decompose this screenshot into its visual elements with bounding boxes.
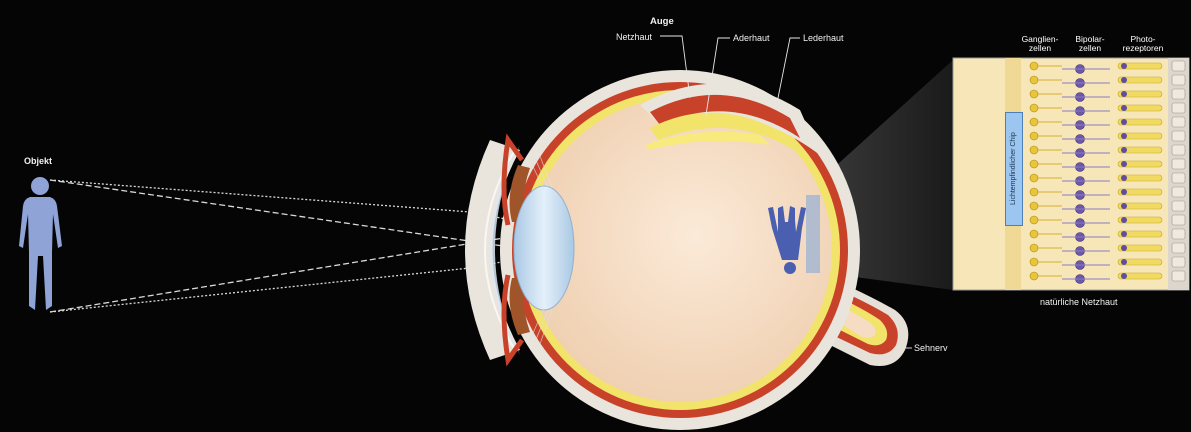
pigment-cell (1172, 117, 1185, 127)
photoreceptor-nucleus (1121, 63, 1127, 69)
pigment-cell (1172, 75, 1185, 85)
ganglion-cell (1030, 118, 1038, 126)
label-lederhaut: Lederhaut (803, 33, 844, 43)
ganglion-cell (1030, 160, 1038, 168)
pigment-cell (1172, 201, 1185, 211)
photoreceptor-nucleus (1121, 119, 1127, 125)
photoreceptor-nucleus (1121, 217, 1127, 223)
pigment-cell (1172, 103, 1185, 113)
ganglion-cell (1030, 90, 1038, 98)
ganglion-cell (1030, 76, 1038, 84)
ganglion-cell (1030, 202, 1038, 210)
chip-on-retina (806, 195, 820, 273)
pigment-cell (1172, 229, 1185, 239)
ganglion-cell (1030, 244, 1038, 252)
photoreceptor-nucleus (1121, 105, 1127, 111)
photoreceptor-nucleus (1121, 259, 1127, 265)
label-ganglienzellen: Ganglien- zellen (1012, 35, 1068, 53)
ganglion-cell (1030, 216, 1038, 224)
ganglion-cell (1030, 272, 1038, 280)
pigment-cell (1172, 145, 1185, 155)
ganglion-cell (1030, 146, 1038, 154)
label-bipolarzellen: Bipolar- zellen (1065, 35, 1115, 53)
photoreceptor-nucleus (1121, 189, 1127, 195)
ganglion-cell (1030, 174, 1038, 182)
pigment-cell (1172, 131, 1185, 141)
label-sehnerv: Sehnerv (914, 343, 948, 353)
photoreceptor-nucleus (1121, 175, 1127, 181)
object-figure (19, 177, 62, 310)
ganglion-cell (1030, 188, 1038, 196)
photoreceptor-nucleus (1121, 231, 1127, 237)
label-natuerliche-netzhaut: natürliche Netzhaut (1040, 297, 1118, 307)
pigment-cell (1172, 271, 1185, 281)
ganglion-cell (1030, 258, 1038, 266)
photoreceptor-nucleus (1121, 147, 1127, 153)
label-netzhaut: Netzhaut (616, 32, 652, 42)
photoreceptor-nucleus (1121, 245, 1127, 251)
photoreceptor-nucleus (1121, 161, 1127, 167)
label-auge: Auge (650, 17, 674, 27)
label-photorezeptoren: Photo- rezeptoren (1113, 35, 1173, 53)
pigment-cell (1172, 215, 1185, 225)
pigment-cell (1172, 89, 1185, 99)
pigment-cell (1172, 173, 1185, 183)
photoreceptor-nucleus (1121, 273, 1127, 279)
pigment-cell (1172, 159, 1185, 169)
ganglion-cell (1030, 62, 1038, 70)
ganglion-cell (1030, 230, 1038, 238)
label-chip: Lichtempfindlicher Chip (1005, 112, 1023, 226)
label-aderhaut: Aderhaut (733, 33, 770, 43)
retina-detail-panel (953, 58, 1189, 290)
pigment-cell (1172, 187, 1185, 197)
pigment-cell (1172, 243, 1185, 253)
pigment-cell (1172, 257, 1185, 267)
pigment-cell (1172, 61, 1185, 71)
photoreceptor-nucleus (1121, 133, 1127, 139)
label-objekt: Objekt (24, 156, 52, 166)
ganglion-cell (1030, 104, 1038, 112)
photoreceptor-nucleus (1121, 203, 1127, 209)
photoreceptor-nucleus (1121, 91, 1127, 97)
ganglion-cell (1030, 132, 1038, 140)
photoreceptor-nucleus (1121, 77, 1127, 83)
